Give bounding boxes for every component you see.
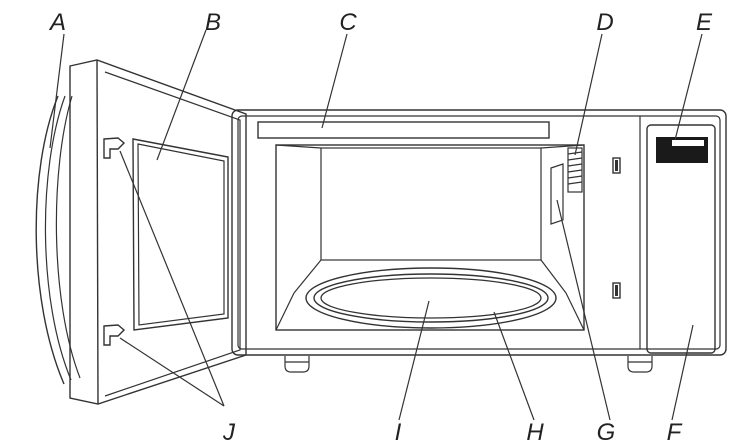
label-b: B [205, 9, 221, 36]
control-panel [646, 124, 716, 354]
callout-labels: A B C D E F G H I J [48, 9, 713, 446]
vent-grille [567, 147, 583, 193]
door-window [132, 138, 229, 331]
roller-ring [305, 267, 557, 329]
leader-g [556, 199, 611, 421]
label-j: J [222, 419, 236, 446]
leader-c [321, 33, 348, 129]
label-e: E [696, 9, 713, 36]
label-f: F [667, 419, 683, 446]
leader-d [574, 33, 603, 156]
label-i: I [395, 419, 402, 446]
leader-j-2 [119, 337, 225, 407]
mica-cover [550, 163, 564, 225]
door-latch-slots [612, 157, 621, 299]
leader-a [49, 33, 65, 149]
door-latches [103, 137, 126, 346]
leader-j-1 [119, 150, 225, 407]
leader-e [674, 33, 703, 141]
turntable-inner [320, 277, 542, 319]
microwave-body [231, 109, 727, 356]
microwave-door [35, 59, 247, 405]
waveguide-cover [257, 121, 550, 139]
label-g: G [597, 419, 616, 446]
leader-i [398, 300, 430, 421]
leader-h [493, 311, 535, 421]
label-a: A [48, 9, 66, 36]
oven-cavity [275, 144, 585, 331]
label-c: C [339, 9, 357, 36]
label-h: H [526, 419, 544, 446]
leader-f [671, 324, 694, 421]
leader-b [156, 29, 207, 161]
label-d: D [596, 9, 613, 36]
display-window [656, 137, 708, 163]
turntable-tray [313, 273, 549, 323]
leader-lines [49, 29, 703, 421]
microwave-feet [284, 356, 653, 373]
